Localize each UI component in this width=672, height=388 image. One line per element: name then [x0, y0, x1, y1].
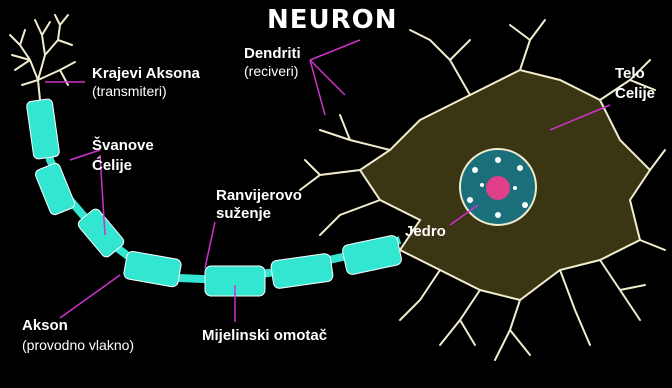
- label-axon-terminals: Krajevi Aksona: [92, 65, 200, 82]
- label-schwann-cells-line2: Ćelije: [92, 156, 132, 174]
- label-axon-sub: (provodno vlakno): [22, 337, 134, 353]
- axon-terminals-illustration: [10, 15, 75, 100]
- label-schwann-cells-line1: Švanove: [92, 136, 154, 154]
- label-axon: Akson: [22, 317, 68, 334]
- nucleus-illustration: [460, 149, 536, 225]
- label-node-of-ranvier-line1: Ranvijerovo: [216, 187, 302, 204]
- label-dendrites-sub: (reciveri): [244, 63, 298, 79]
- diagram-title: NEURON: [267, 5, 398, 35]
- label-myelin-sheath: Mijelinski omotač: [202, 327, 327, 344]
- label-dendrites: Dendriti: [244, 45, 301, 62]
- label-nucleus: Jedro: [405, 223, 446, 240]
- label-cell-body-line1: Telo: [615, 65, 645, 82]
- label-cell-body-line2: Ćelije: [615, 84, 655, 102]
- label-node-of-ranvier-line2: suženje: [216, 205, 271, 222]
- label-axon-terminals-sub: (transmiteri): [92, 83, 167, 99]
